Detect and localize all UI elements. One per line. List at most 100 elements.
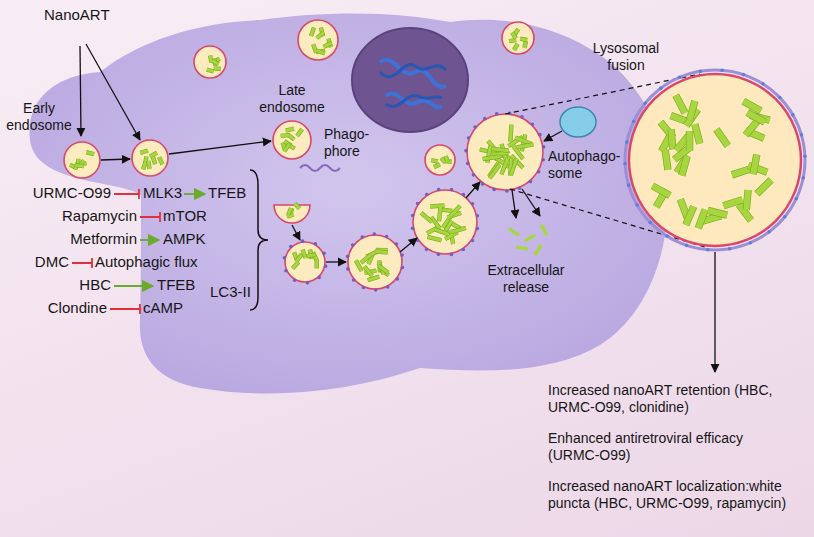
membrane-dot bbox=[400, 253, 404, 257]
drug-label: Clondine bbox=[48, 299, 107, 317]
drug-label: HBC bbox=[79, 276, 111, 294]
membrane-dot bbox=[531, 122, 535, 126]
membrane-dot bbox=[466, 162, 470, 166]
nanoart-rod bbox=[450, 206, 460, 216]
membrane-dot bbox=[625, 140, 629, 144]
membrane-dot bbox=[471, 239, 475, 243]
vesicle-group bbox=[64, 20, 545, 292]
target-label: mTOR bbox=[163, 207, 207, 225]
nanoart-rod bbox=[490, 165, 500, 179]
nanoart-rod-edge bbox=[286, 129, 294, 131]
nanoart-rod bbox=[311, 27, 314, 35]
nanoart-rod bbox=[143, 162, 146, 170]
nanoart-rod bbox=[324, 43, 332, 47]
membrane-dot bbox=[352, 278, 356, 282]
membrane-dot bbox=[373, 232, 377, 236]
nanoart-rod-edge bbox=[515, 138, 531, 144]
nanoart-rod bbox=[509, 229, 519, 236]
nanoart-rod-edge bbox=[368, 277, 380, 280]
nanoart-rod-edge bbox=[288, 208, 291, 214]
nanoart-rod bbox=[368, 277, 380, 280]
nanoart-rod bbox=[512, 33, 516, 39]
nanoart-rod bbox=[140, 150, 148, 152]
nanoart-rod-edge bbox=[746, 190, 748, 210]
pathway-arrows bbox=[80, 44, 715, 372]
phagophore-cup bbox=[274, 205, 310, 223]
membrane-dot bbox=[749, 241, 753, 245]
membrane-dot bbox=[801, 176, 805, 180]
nanoart-rod bbox=[284, 144, 289, 151]
membrane-dot bbox=[395, 242, 399, 246]
membrane-dot bbox=[473, 125, 477, 129]
nanoart-rod-edge bbox=[378, 266, 388, 273]
nanoart-rod bbox=[665, 150, 668, 170]
target-label: Autophagic flux bbox=[95, 253, 198, 271]
nanoart-rod bbox=[510, 125, 511, 142]
nanoart-rod bbox=[153, 157, 155, 165]
nanoart-rod-edge bbox=[665, 150, 668, 170]
nanoart-rod-edge bbox=[311, 27, 314, 35]
nanoart-rod bbox=[452, 228, 466, 232]
nanoart-rod bbox=[743, 101, 760, 111]
membrane-dot bbox=[481, 182, 485, 186]
nanoart-rod-edge bbox=[492, 149, 509, 151]
nanoart-rod bbox=[439, 207, 441, 221]
nanoart-rod-edge bbox=[716, 129, 727, 145]
nanoart-rod bbox=[313, 44, 316, 52]
membrane-dot bbox=[346, 267, 350, 271]
target-label: AMPK bbox=[163, 230, 206, 248]
membrane-dot bbox=[537, 170, 541, 174]
membrane-dot bbox=[791, 113, 795, 117]
zoom-nanoart bbox=[623, 68, 806, 251]
nanoart-rod bbox=[492, 152, 509, 155]
inhibit-line bbox=[114, 189, 139, 199]
membrane-dot bbox=[450, 188, 454, 192]
release-arrow bbox=[512, 190, 516, 218]
membrane-dot bbox=[728, 247, 732, 251]
vesicle bbox=[285, 242, 325, 282]
activate-arrow bbox=[114, 285, 153, 287]
marker-label: LC3-II bbox=[210, 283, 251, 301]
membrane-dot bbox=[742, 73, 746, 77]
zoom-outer-membrane bbox=[625, 70, 805, 250]
nanoart-rod-edge bbox=[364, 266, 372, 275]
membrane-dot bbox=[495, 112, 499, 116]
membrane-dot bbox=[396, 277, 400, 281]
drug-label: DMC bbox=[35, 253, 69, 271]
membrane-dot bbox=[678, 75, 682, 79]
nanoart-rod-edge bbox=[514, 44, 518, 50]
nanoart-rod bbox=[514, 44, 518, 50]
membrane-dot bbox=[529, 180, 533, 184]
nanoart-rod bbox=[297, 254, 302, 261]
membrane-dot bbox=[462, 193, 466, 197]
maturation-arrow bbox=[466, 182, 480, 198]
nanoart-rod bbox=[431, 160, 438, 161]
target-label: cAMP bbox=[143, 299, 183, 317]
nanoart-rod-edge bbox=[153, 157, 155, 165]
nanoart-rod bbox=[435, 229, 449, 234]
nanoart-rod bbox=[446, 156, 448, 162]
nanoart-rod bbox=[376, 251, 388, 252]
maturation-arrow bbox=[326, 261, 346, 262]
nanoart-rod bbox=[671, 129, 673, 149]
membrane-dot bbox=[476, 227, 480, 231]
uptake-arrow bbox=[86, 44, 140, 140]
trafficking-arrow bbox=[101, 159, 130, 160]
drug-label: Metformin bbox=[70, 230, 137, 248]
membrane-dot bbox=[461, 248, 465, 252]
vesicle bbox=[64, 142, 100, 178]
membrane-dot bbox=[472, 173, 476, 177]
nanoart-rod-edge bbox=[747, 113, 765, 123]
nanoart-rod-edge bbox=[295, 203, 300, 208]
outcome-text: Increased nanoART localization:white pun… bbox=[548, 478, 798, 512]
maturation-arrow bbox=[400, 238, 417, 252]
nanoart-rod-edge bbox=[376, 251, 388, 252]
dna-strand bbox=[386, 94, 442, 108]
nanoart-label: NanoART bbox=[44, 6, 110, 24]
nanoart-rod bbox=[501, 159, 507, 175]
nanoart-rod-edge bbox=[510, 125, 511, 142]
vesicle bbox=[132, 140, 168, 176]
membrane-dot bbox=[289, 245, 293, 249]
nanoart-rod bbox=[525, 235, 536, 241]
